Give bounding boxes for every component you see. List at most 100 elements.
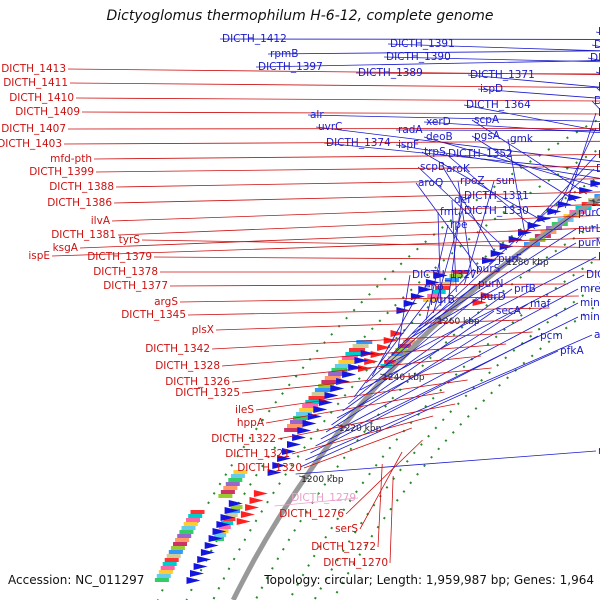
forward-gene-label: DICTH_1352 bbox=[448, 148, 513, 160]
feature-block bbox=[287, 424, 303, 428]
reverse-gene-label: argS bbox=[154, 296, 178, 308]
forward-gene-label: DICTH_1339 bbox=[598, 122, 600, 134]
feature-block bbox=[299, 408, 316, 412]
feature-block bbox=[338, 360, 355, 364]
reverse-gene-label: DICTH_1270 bbox=[323, 557, 388, 569]
forward-gene-leader-line bbox=[391, 268, 475, 356]
feature-block bbox=[302, 404, 319, 408]
forward-gene-label: pgsA bbox=[474, 130, 501, 142]
feature-block bbox=[334, 364, 351, 368]
forward-gene-label: DICTH_1333 bbox=[596, 163, 600, 175]
forward-gene-label: rpsF bbox=[598, 445, 600, 457]
forward-gene-label: purS bbox=[476, 263, 501, 275]
reverse-gene-leader-line bbox=[153, 256, 600, 261]
forward-gene-label: secA bbox=[496, 305, 522, 317]
gene-arrow bbox=[228, 500, 243, 507]
forward-gene-label: trpS bbox=[424, 146, 446, 158]
reverse-gene-leader-line bbox=[303, 427, 412, 469]
gene-arrow bbox=[277, 455, 292, 462]
reverse-gene-leader-line bbox=[389, 475, 394, 564]
reverse-gene-leader-line bbox=[187, 307, 550, 316]
forward-gene-label: DICTH_1327 bbox=[412, 269, 477, 281]
reverse-gene-label: DICTH_1325 bbox=[175, 387, 240, 399]
forward-gene-label: ispF bbox=[398, 139, 419, 151]
feature-block bbox=[162, 562, 177, 566]
reverse-gene-label: plsX bbox=[192, 324, 214, 336]
tick-mark bbox=[588, 199, 599, 204]
tick-mark bbox=[435, 317, 446, 322]
reverse-gene-label: DICTH_1377 bbox=[103, 280, 168, 292]
forward-gene-label: DICTH_1307 bbox=[598, 251, 600, 263]
forward-gene-label: deoB bbox=[426, 131, 453, 143]
feature-block bbox=[170, 546, 185, 550]
reverse-gene-leader-line bbox=[81, 111, 600, 115]
gene-arrow bbox=[208, 535, 223, 542]
reverse-gene-label: ispE bbox=[28, 250, 50, 262]
reverse-gene-label: DICTH_1342 bbox=[145, 343, 210, 355]
forward-gene-label: DICTH_1368 bbox=[590, 52, 600, 64]
feature-block bbox=[158, 570, 173, 574]
forward-gene-label: accA bbox=[594, 329, 600, 341]
forward-gene-leader-line bbox=[387, 43, 600, 52]
reverse-gene-label: tyrS bbox=[119, 234, 141, 246]
gene-arrow bbox=[354, 357, 369, 364]
forward-gene-label: gmk bbox=[510, 133, 534, 145]
reverse-gene-label: DICTH_1320 bbox=[237, 462, 302, 474]
gene-arrow bbox=[200, 549, 215, 556]
feature-block bbox=[223, 517, 236, 521]
forward-gene-label: prfB bbox=[514, 283, 536, 295]
feature-block bbox=[166, 554, 181, 558]
forward-gene-label: DICTH_1330 bbox=[464, 205, 529, 217]
gene-arrow bbox=[245, 504, 260, 511]
reverse-gene-leader-line bbox=[95, 165, 600, 173]
gene-arrow bbox=[383, 337, 398, 344]
feature-block bbox=[179, 530, 194, 534]
forward-gene-label: uvrC bbox=[318, 121, 343, 133]
gene-arrow bbox=[220, 514, 235, 521]
tick-label: 1280 kbp bbox=[506, 258, 549, 268]
forward-gene-label: DICTH_1331 bbox=[464, 190, 529, 202]
tick-mark bbox=[380, 373, 391, 378]
reverse-gene-label: DICTH_1381 bbox=[51, 229, 116, 241]
forward-gene-leader-line bbox=[467, 74, 600, 88]
gene-arrow bbox=[204, 542, 219, 549]
forward-gene-label: rpoZ bbox=[460, 175, 485, 187]
forward-gene-leader-line bbox=[471, 119, 588, 195]
reverse-gene-label: DICTH_1272 bbox=[311, 541, 376, 553]
forward-gene-leader-line bbox=[463, 180, 495, 286]
forward-gene-leader-line bbox=[423, 121, 600, 134]
feature-block bbox=[345, 352, 362, 356]
feature-block bbox=[175, 538, 190, 542]
reverse-gene-label: DICTH_1413 bbox=[1, 63, 66, 75]
forward-gene-leader-line bbox=[383, 56, 600, 63]
forward-gene-leader-line bbox=[219, 38, 600, 40]
gene-arrow bbox=[364, 358, 379, 365]
reverse-gene-leader-line bbox=[93, 154, 600, 160]
reverse-gene-leader-line bbox=[255, 379, 468, 411]
forward-gene-label: sun bbox=[496, 175, 515, 187]
forward-gene-leader-line bbox=[395, 129, 600, 132]
gene-arrow bbox=[193, 563, 208, 570]
gene-arrow bbox=[324, 392, 339, 399]
tick-label: 1200 kbp bbox=[301, 475, 344, 485]
feature-block bbox=[154, 578, 169, 582]
feature-block bbox=[594, 194, 600, 198]
forward-gene-leader-line bbox=[423, 136, 599, 188]
dotted-track-2 bbox=[288, 255, 600, 600]
feature-block bbox=[168, 550, 183, 554]
reverse-gene-leader-line bbox=[231, 355, 482, 383]
forward-gene-label: maf bbox=[530, 298, 551, 310]
feature-block bbox=[293, 416, 309, 420]
forward-gene-leader-line bbox=[365, 283, 477, 384]
forward-gene-label: minE bbox=[580, 311, 600, 323]
reverse-gene-leader-line bbox=[67, 127, 600, 130]
forward-gene-leader-line bbox=[255, 60, 600, 68]
forward-gene-label: alr bbox=[310, 109, 324, 121]
forward-gene-label: mreC bbox=[580, 283, 600, 295]
reverse-gene-leader-line bbox=[241, 367, 492, 394]
forward-gene-leader-line bbox=[415, 182, 482, 272]
forward-gene-leader-line bbox=[371, 286, 423, 377]
reverse-gene-label: DICTH_1388 bbox=[49, 181, 114, 193]
forward-gene-leader-line bbox=[320, 302, 579, 440]
